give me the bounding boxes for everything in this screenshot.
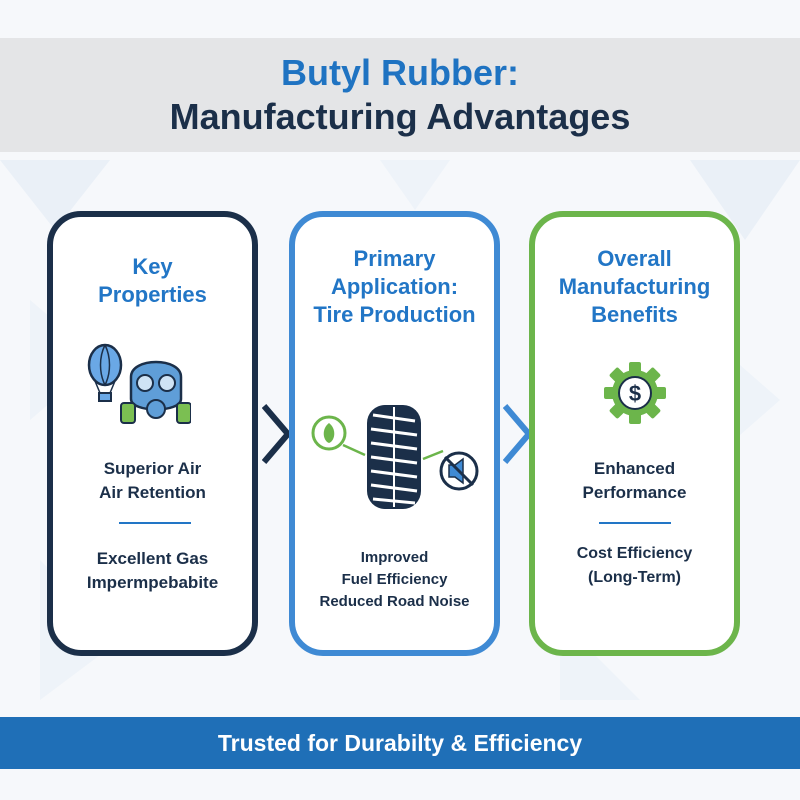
- divider: [119, 522, 191, 524]
- footer-banner: Trusted for Durabilty & Efficiency: [0, 717, 800, 769]
- leaf-icon: [311, 415, 347, 451]
- divider: [599, 522, 671, 524]
- title-line-2: Manufacturing Advantages: [169, 96, 631, 137]
- sound-arrow: [422, 449, 444, 461]
- tire-application-icons: [311, 405, 479, 509]
- key-properties-icons: [87, 343, 191, 424]
- card-title-key-properties: Key Properties: [98, 254, 207, 307]
- dollar-gear-icon: $: [604, 362, 666, 424]
- header-banner: Butyl Rubber: Manufacturing Advantages: [0, 38, 800, 152]
- card-title-overall-benefits: Overall Manufacturing Benefits: [558, 246, 711, 327]
- arrow-right-icon: [262, 404, 292, 464]
- gas-mask-icon: [120, 360, 191, 424]
- tire-icon: [367, 405, 421, 509]
- hot-air-balloon-icon: [87, 343, 123, 402]
- application-benefits: Improved Fuel Efficiency Reduced Road No…: [319, 549, 470, 610]
- leaf-arrow: [342, 443, 366, 457]
- card-overall-benefits: Overall Manufacturing Benefits $ Enhance…: [529, 211, 740, 656]
- property-air-retention: Superior Air Air Retention: [99, 459, 206, 502]
- footer-text: Trusted for Durabilty & Efficiency: [217, 730, 583, 756]
- svg-text:$: $: [629, 381, 641, 406]
- card-key-properties: Key Properties Superior Air Air Retentio…: [47, 211, 258, 656]
- title-line-1: Butyl Rubber:: [281, 52, 519, 93]
- card-primary-application: Primary Application: Tire Production Imp…: [289, 211, 500, 656]
- benefit-cost-efficiency: Cost Efficiency (Long-Term): [576, 545, 693, 586]
- muted-speaker-icon: [439, 451, 479, 491]
- card-title-primary-application: Primary Application: Tire Production: [313, 246, 476, 327]
- benefit-performance: Enhanced Performance: [582, 459, 687, 502]
- property-gas-impermeability: Excellent Gas Impermpebabite: [86, 549, 219, 592]
